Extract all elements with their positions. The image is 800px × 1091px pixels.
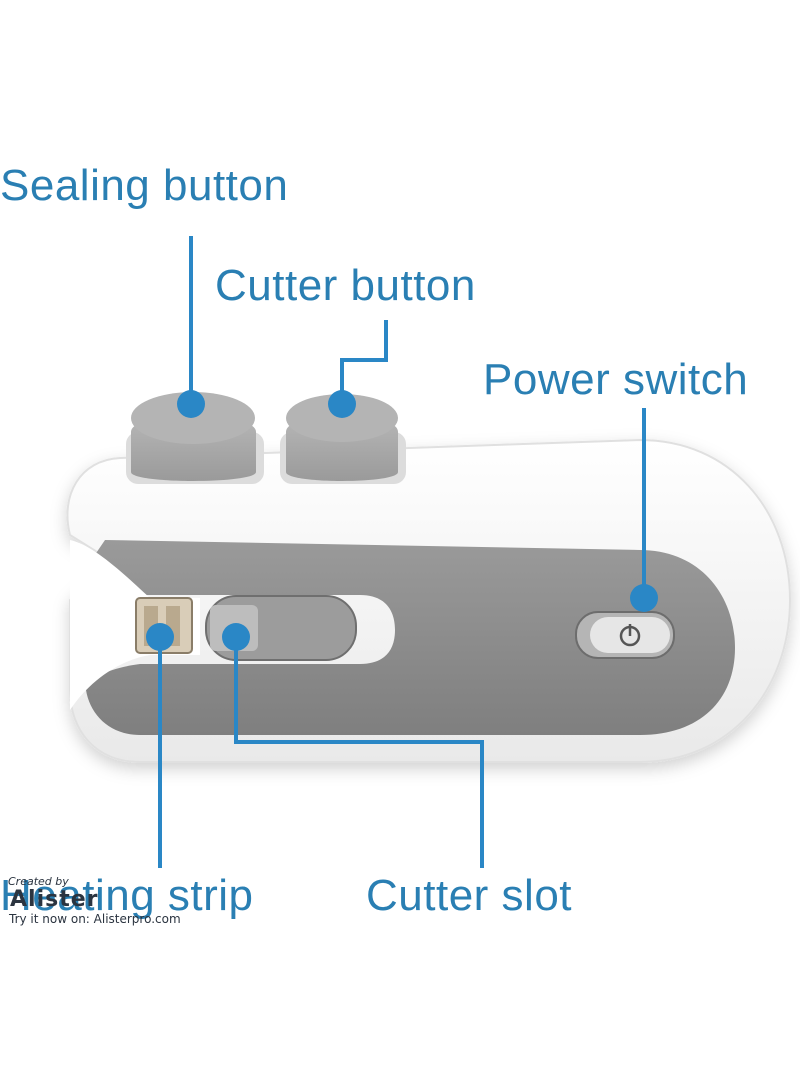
gray-panel (86, 540, 735, 735)
dot-cutter-slot (222, 623, 250, 651)
power-switch-part (575, 611, 675, 659)
label-sealing-button: Sealing button (0, 161, 289, 210)
dot-heating (146, 623, 174, 651)
dot-sealing (177, 390, 205, 418)
watermark: Created by Alister Try it now on: Aliste… (6, 873, 226, 929)
leader-cutter-slot (234, 637, 484, 868)
dot-power (630, 584, 658, 612)
watermark-brand: Alister (10, 887, 99, 912)
cutter-button-part (280, 394, 406, 484)
sealing-button-part (126, 392, 264, 484)
watermark-try-it: Try it now on: Alisterpro.com (9, 912, 181, 926)
label-cutter-button: Cutter button (215, 261, 476, 310)
dot-cutter (328, 390, 356, 418)
leader-lines (158, 236, 646, 868)
label-cutter-slot: Cutter slot (366, 871, 573, 920)
label-heating-strip: Heating strip (0, 871, 254, 920)
label-power-switch: Power switch (483, 355, 749, 404)
watermark-created-by: Created by (8, 875, 69, 888)
leader-cutter (340, 320, 388, 402)
